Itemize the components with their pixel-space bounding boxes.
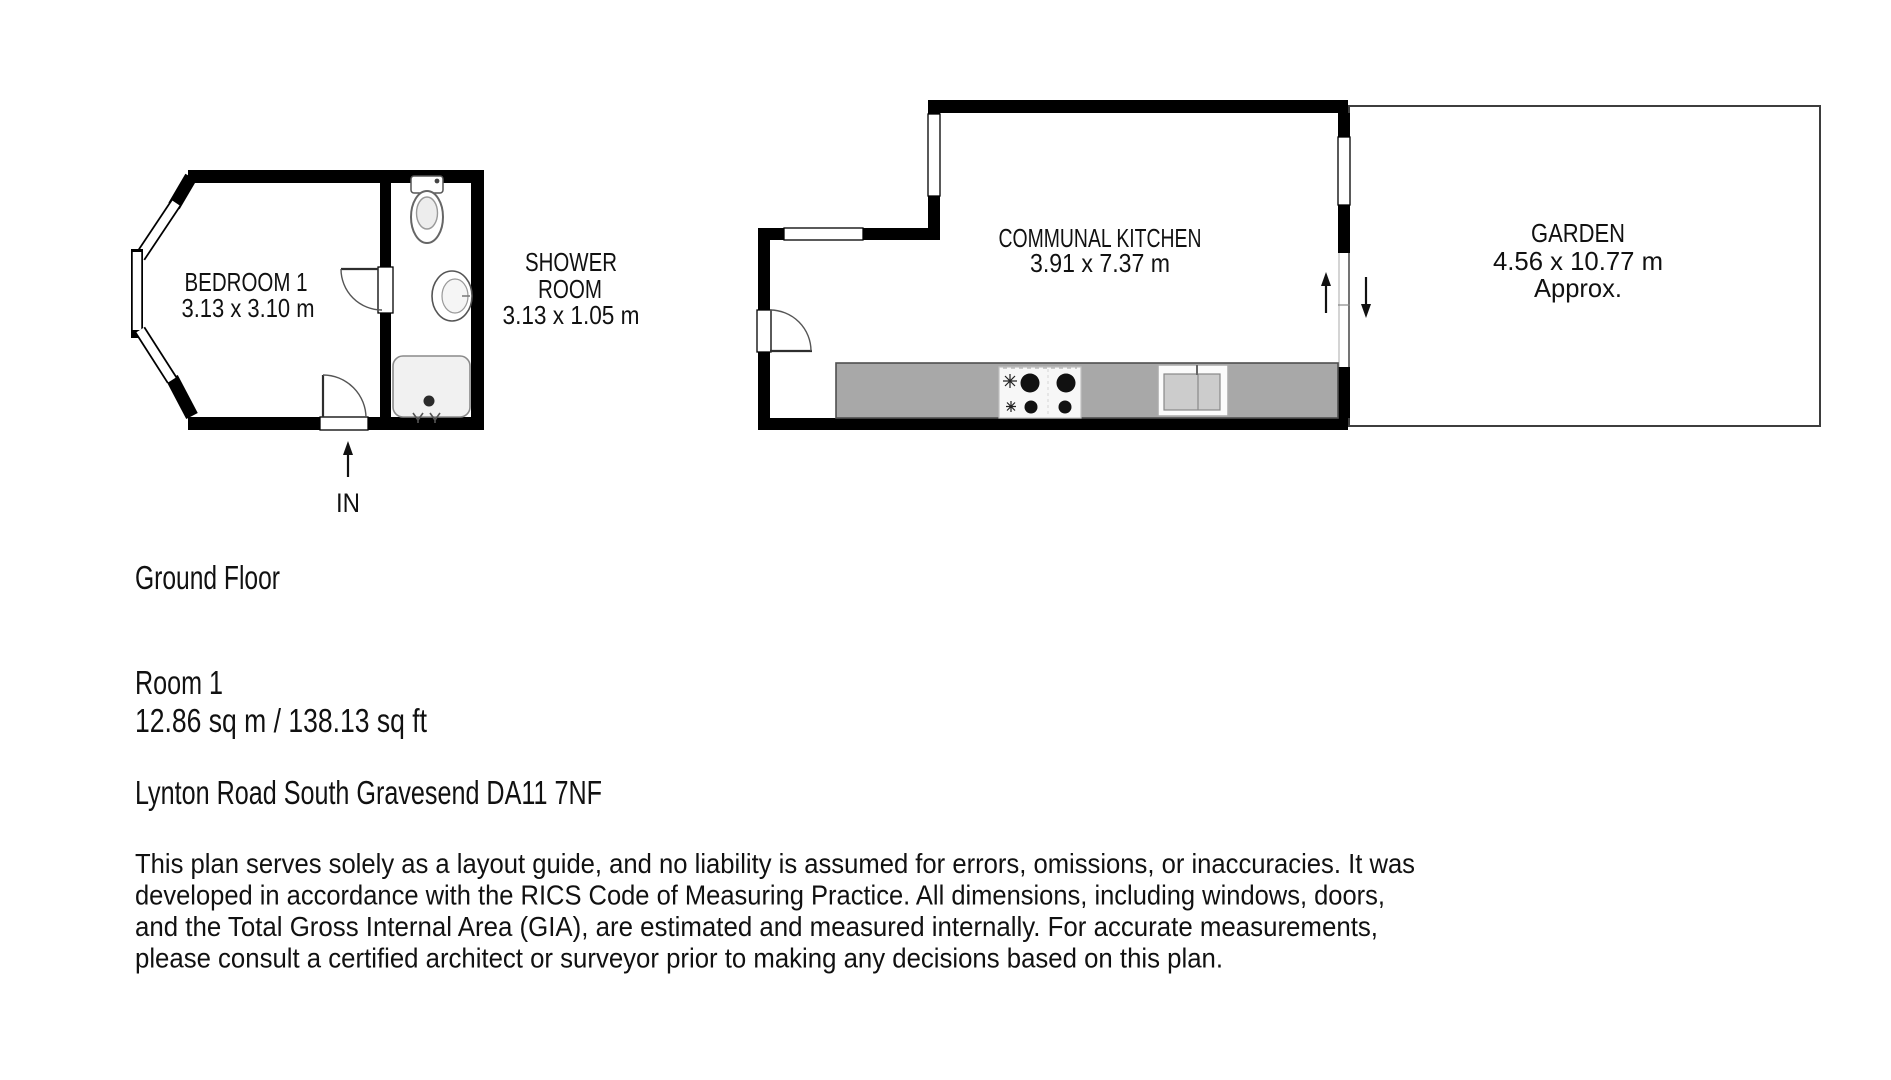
disclaimer-line: This plan serves solely as a layout guid…: [135, 848, 1415, 879]
shower-room-fixtures: [392, 175, 473, 423]
kitchen-window-step: [783, 227, 864, 241]
property-address: Lynton Road South Gravesend DA11 7NF: [135, 774, 602, 811]
entrance-label: IN: [336, 488, 360, 518]
garden-approx-label: Approx.: [1534, 273, 1622, 303]
wall-left-a: [758, 228, 770, 310]
wall-right-a: [1338, 113, 1350, 137]
step-up-arrow-icon: [1321, 272, 1331, 313]
garden-label: GARDEN: [1531, 218, 1625, 248]
door-opening: [756, 309, 772, 353]
disclaimer: This plan serves solely as a layout guid…: [135, 848, 1415, 974]
door-swing-icon: [340, 268, 383, 311]
door-swing-icon: [322, 374, 367, 419]
kitchen-sink-icon: [1157, 364, 1229, 417]
bathroom-sink-icon: [431, 270, 473, 322]
door-opening: [377, 266, 394, 314]
shower-room-dimensions: 3.13 x 1.05 m: [503, 300, 640, 330]
counter-worktop: [835, 362, 1339, 419]
garden-dimensions: 4.56 x 10.77 m: [1493, 246, 1663, 276]
bedroom-dimensions: 3.13 x 3.10 m: [182, 293, 315, 323]
room-area: 12.86 sq m / 138.13 sq ft: [135, 702, 427, 739]
bay-wall-stub-top: [168, 173, 197, 210]
kitchen-window-left: [927, 113, 941, 197]
shower-head-marks: [412, 412, 441, 423]
wall-top: [928, 100, 1348, 113]
kitchen-window-right: [1337, 136, 1351, 206]
wall-top: [188, 170, 484, 183]
kitchen-counter: [835, 362, 1339, 419]
disclaimer-line: and the Total Gross Internal Area (GIA),…: [135, 911, 1378, 942]
kitchen-dimensions: 3.91 x 7.37 m: [1030, 248, 1170, 278]
wall-right: [471, 170, 484, 430]
kitchen-label: COMMUNAL KITCHEN: [999, 223, 1202, 253]
wall-step-b: [863, 228, 940, 240]
shower-tray-icon: [392, 355, 471, 423]
toilet-icon: [410, 175, 444, 244]
shower-room-label-line1: SHOWER: [525, 247, 617, 277]
wall-bottom: [758, 418, 1348, 430]
wall-right-c: [1338, 367, 1350, 418]
shower-room-label-line2: ROOM: [538, 274, 602, 304]
wall-upper-left-a: [928, 100, 940, 114]
gas-flame-marks: [1003, 374, 1017, 412]
bedroom-shower-door: [340, 266, 394, 314]
entrance-threshold: [319, 416, 369, 431]
disclaimer-line: please consult a certified architect or …: [135, 943, 1223, 974]
disclaimer-line: developed in accordance with the RICS Co…: [135, 880, 1385, 911]
bay-wall-stub-bottom: [166, 374, 198, 420]
entrance-door: [319, 374, 369, 431]
bay-window-pane-top: [136, 200, 180, 260]
wall-left-b: [758, 352, 770, 430]
garden-area: GARDEN 4.56 x 10.77 m Approx.: [1348, 105, 1821, 427]
door-swing-icon: [769, 309, 812, 352]
bedroom-label: BEDROOM 1: [185, 267, 308, 297]
hob-icon: [998, 366, 1082, 419]
kitchen-walls: [758, 100, 1351, 430]
entrance-arrow-icon: [343, 441, 353, 477]
floor-title: Ground Floor: [135, 559, 280, 596]
step-down-arrow-icon: [1361, 277, 1371, 318]
garden-boundary: [1348, 105, 1821, 427]
wall-right-b: [1338, 205, 1350, 253]
kitchen-door: [756, 309, 812, 353]
bay-window: [131, 173, 198, 420]
room-name: Room 1: [135, 664, 223, 701]
bay-window-pane-bottom: [136, 327, 176, 383]
